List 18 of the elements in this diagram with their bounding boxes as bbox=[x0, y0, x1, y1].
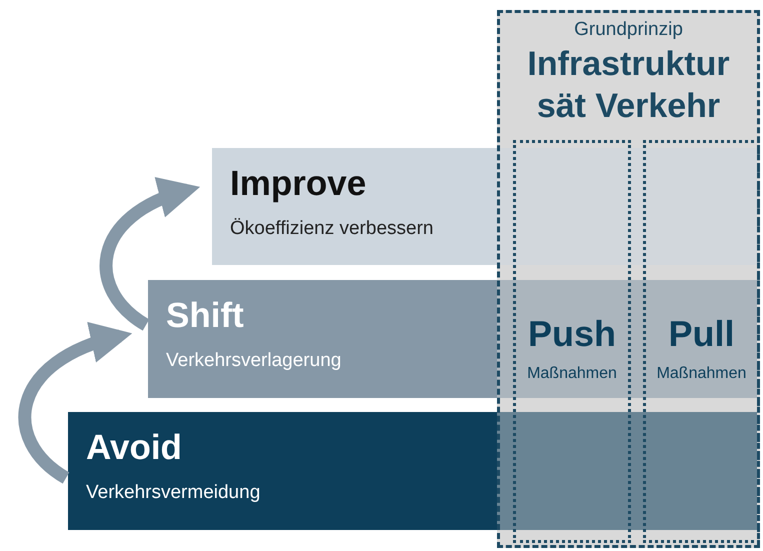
band-title: Improve bbox=[230, 164, 366, 204]
measure-title: Push bbox=[526, 313, 617, 355]
band-label: Verkehrsvermeidung bbox=[86, 482, 260, 504]
shift-band bbox=[148, 280, 757, 398]
subtitle: Grundprinzip bbox=[573, 19, 684, 41]
principle-panel bbox=[497, 10, 760, 548]
band-label: Ökoeffizienz verbessern bbox=[230, 218, 434, 240]
avoid-band bbox=[68, 412, 757, 530]
measure-title: Pull bbox=[667, 313, 736, 355]
curved-arrow bbox=[100, 179, 200, 330]
improve-band bbox=[212, 148, 757, 265]
curved-arrow bbox=[18, 324, 132, 484]
band-title: Shift bbox=[166, 296, 244, 336]
measure-label: Maßnahmen bbox=[526, 365, 618, 383]
band-title: Avoid bbox=[86, 428, 182, 468]
band-label: Verkehrsverlagerung bbox=[166, 350, 342, 372]
principle-title: Infrastruktur sät Verkehr bbox=[526, 44, 731, 127]
measure-label: Maßnahmen bbox=[656, 365, 748, 383]
